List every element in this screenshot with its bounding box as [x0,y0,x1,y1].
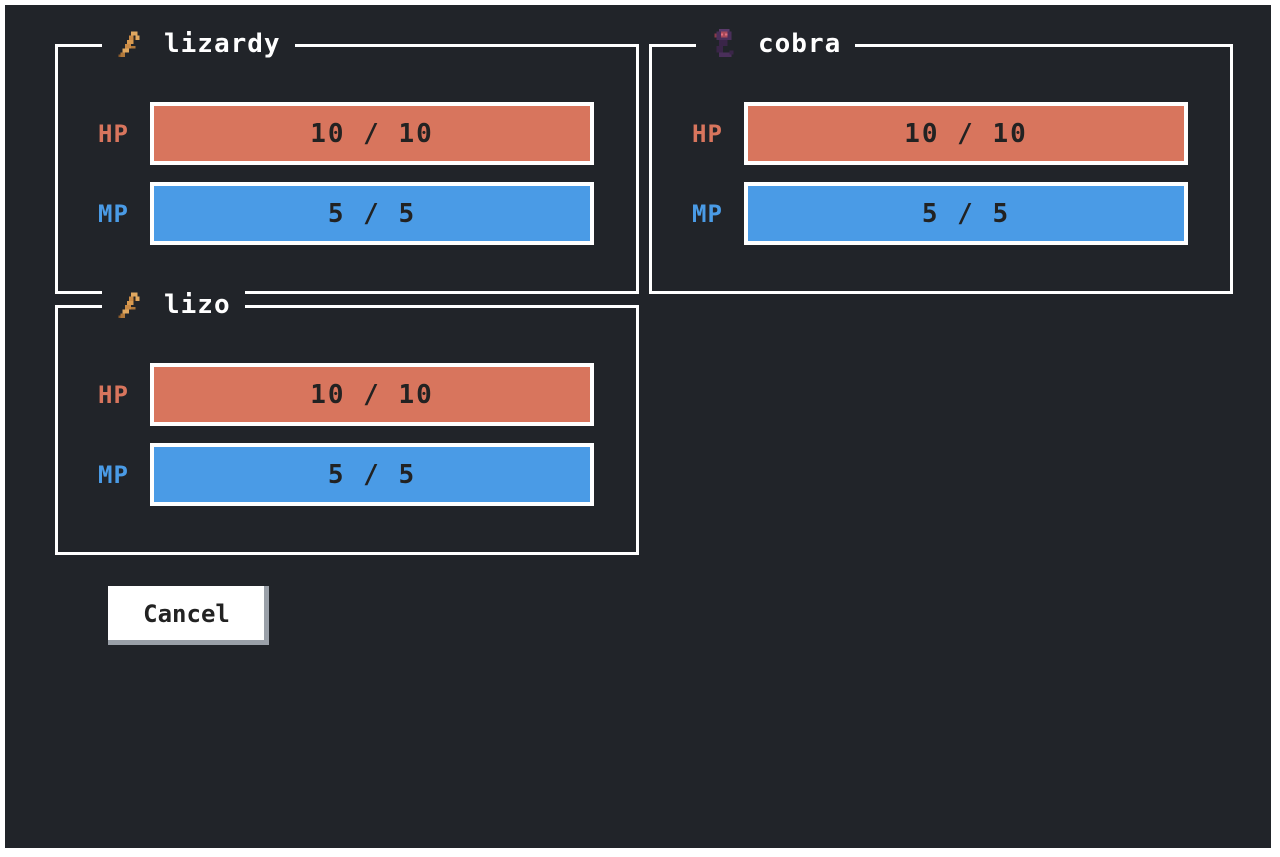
hp-row: HP 10 / 10 [98,363,594,426]
mp-value: 5 / 5 [327,198,417,229]
hp-bar-fill [154,367,590,422]
mp-bar: 5 / 5 [150,182,594,245]
card-header: lizo [102,288,245,322]
card-header: lizardy [102,27,295,61]
lizard-icon [118,31,140,57]
hp-label: HP [692,119,723,148]
mp-bar-fill [154,447,590,502]
hp-bar-fill [748,106,1184,161]
hp-value: 10 / 10 [310,379,434,410]
party-member-card[interactable]: cobra HP 10 / 10 MP 5 / 5 [649,27,1233,294]
mp-bar: 5 / 5 [744,182,1188,245]
card-header: cobra [696,27,856,61]
hp-value: 10 / 10 [310,118,434,149]
hp-row: HP 10 / 10 [98,102,594,165]
character-name: cobra [758,29,842,59]
cobra-icon [714,29,734,57]
mp-row: MP 5 / 5 [98,182,594,245]
hp-bar: 10 / 10 [150,102,594,165]
mp-label: MP [98,460,129,489]
hp-bar: 10 / 10 [744,102,1188,165]
cancel-button[interactable]: Cancel [108,586,269,645]
hp-row: HP 10 / 10 [692,102,1188,165]
mp-bar-fill [154,186,590,241]
party-member-card[interactable]: lizardy HP 10 / 10 MP 5 / 5 [55,27,639,294]
mp-row: MP 5 / 5 [692,182,1188,245]
mp-value: 5 / 5 [921,198,1011,229]
mp-label: MP [98,199,129,228]
mp-label: MP [692,199,723,228]
hp-label: HP [98,119,129,148]
character-name: lizo [164,290,231,320]
hp-bar: 10 / 10 [150,363,594,426]
lizard-icon [118,292,140,318]
mp-row: MP 5 / 5 [98,443,594,506]
party-member-card[interactable]: lizo HP 10 / 10 MP 5 / 5 [55,288,639,555]
mp-value: 5 / 5 [327,459,417,490]
hp-value: 10 / 10 [904,118,1028,149]
party-status-screen: lizardy HP 10 / 10 MP 5 / 5 [3,3,1273,850]
character-name: lizardy [164,29,281,59]
mp-bar-fill [748,186,1184,241]
hp-bar-fill [154,106,590,161]
hp-label: HP [98,380,129,409]
mp-bar: 5 / 5 [150,443,594,506]
